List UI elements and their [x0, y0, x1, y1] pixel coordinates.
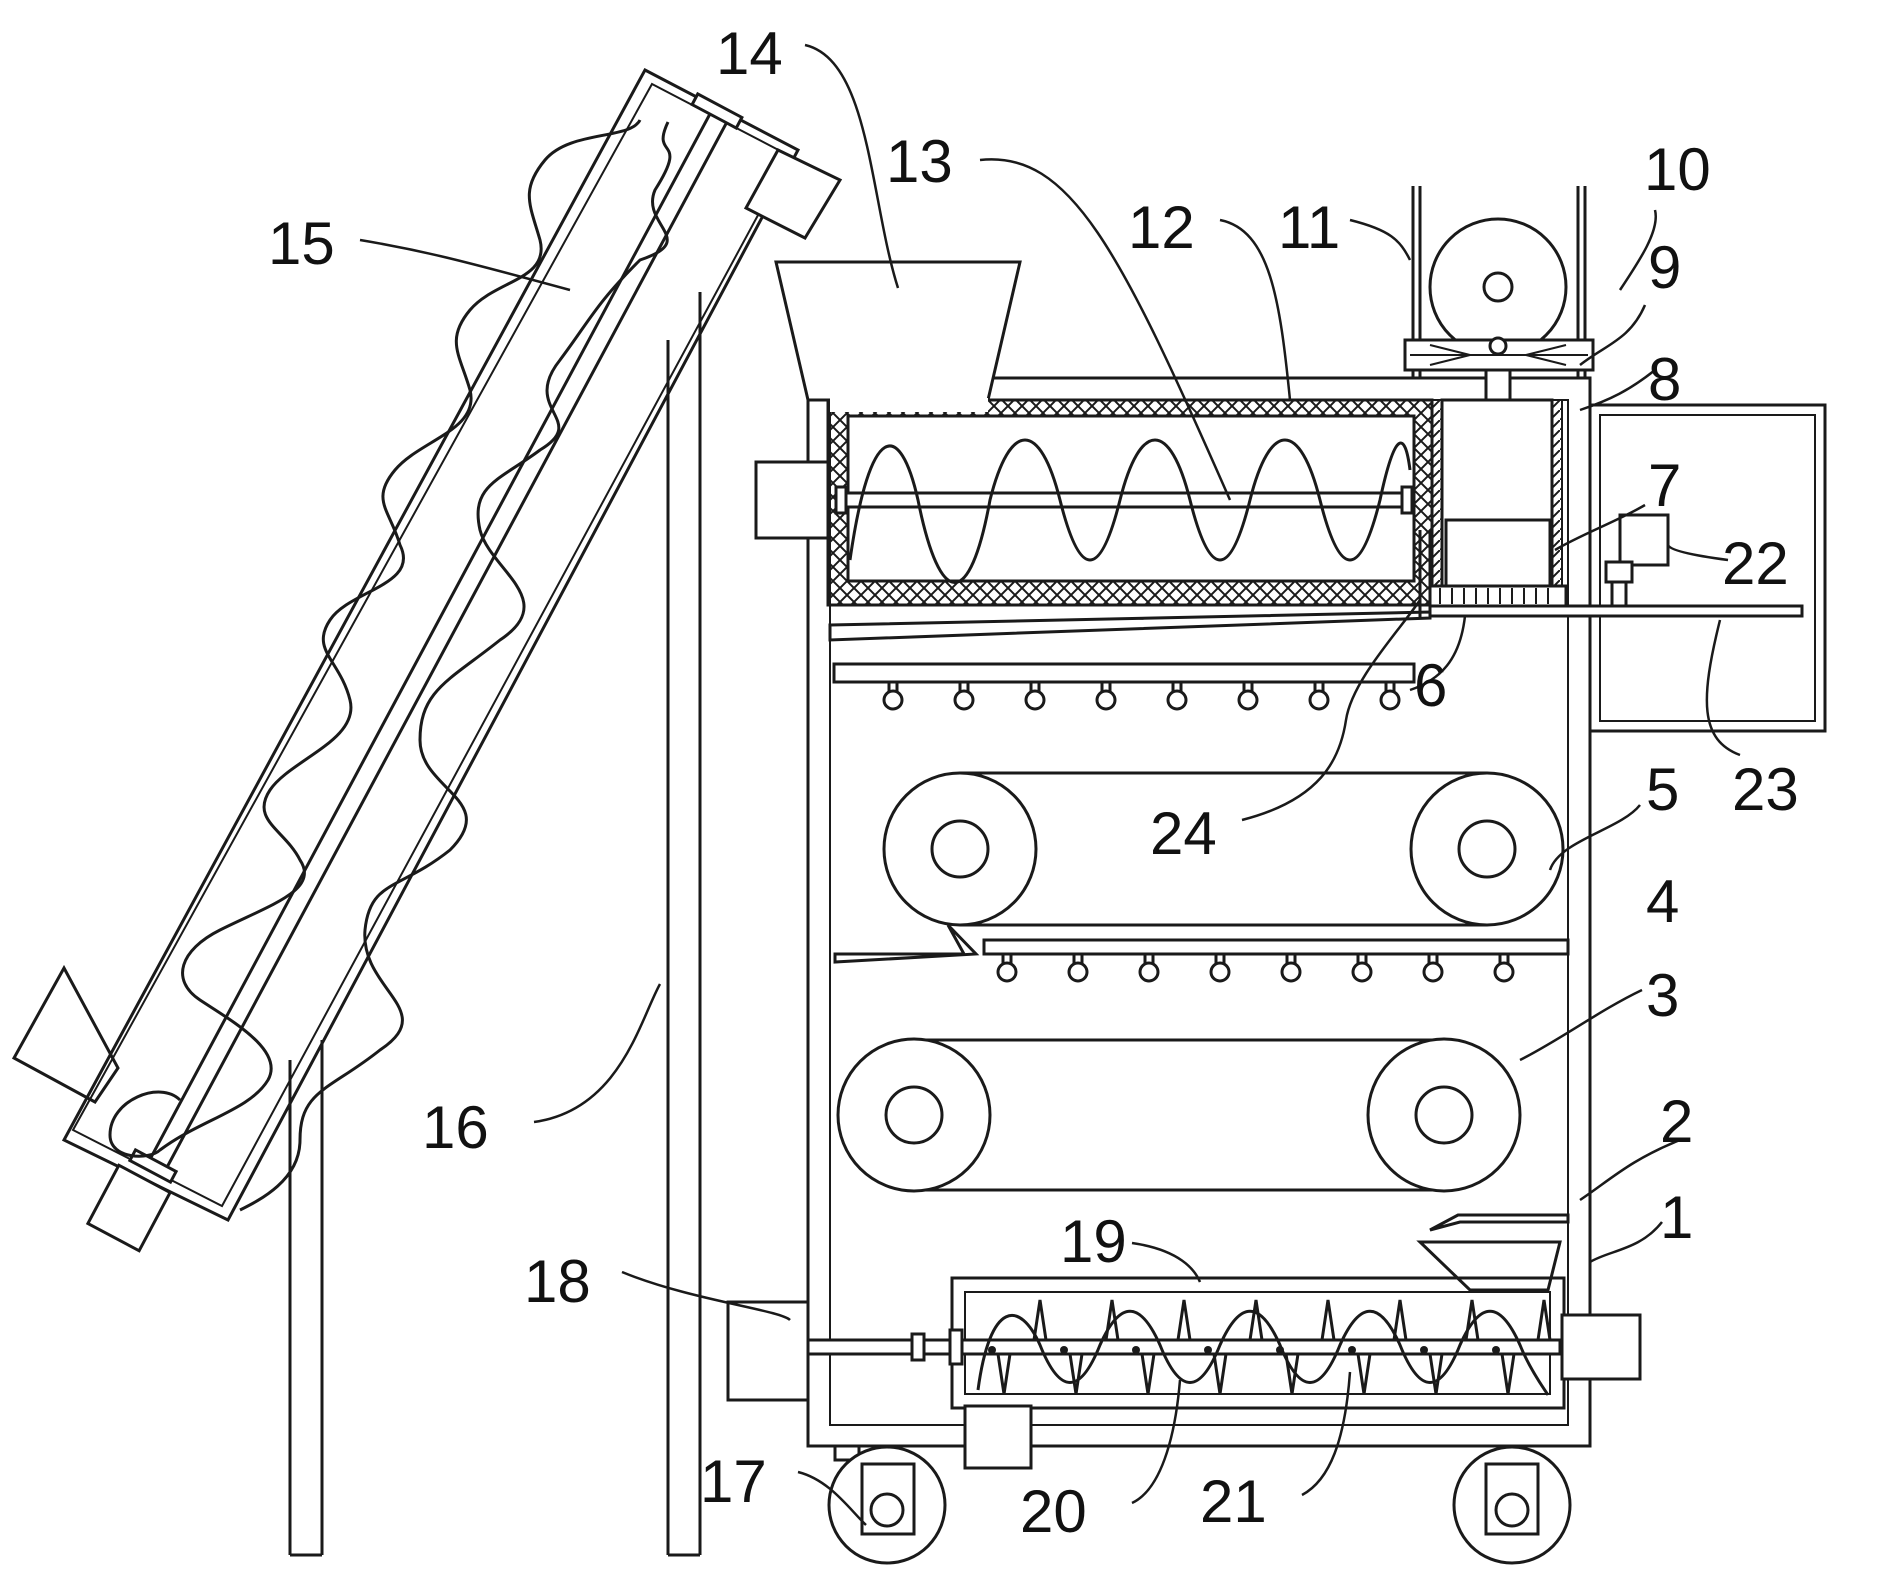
wheels	[827, 1444, 1572, 1565]
spray-nozzle	[1351, 961, 1373, 983]
spray-nozzle	[1095, 689, 1117, 711]
guide-plate	[1429, 1213, 1570, 1232]
side-tank	[1428, 403, 1827, 733]
crusher-tooth	[1140, 1352, 1156, 1395]
label-1: 1	[1660, 1184, 1693, 1251]
spray-nozzle	[1280, 961, 1302, 983]
label-10: 10	[1644, 136, 1711, 203]
label-22: 22	[1722, 530, 1789, 597]
crusher-tooth	[1176, 1299, 1192, 1342]
crusher-tooth	[1212, 1352, 1228, 1395]
label-21: 21	[1200, 1468, 1267, 1535]
label-3: 3	[1646, 962, 1679, 1029]
crusher-tooth	[996, 1352, 1012, 1395]
label-7: 7	[1648, 452, 1681, 519]
label-5: 5	[1646, 756, 1679, 823]
crusher-tooth	[1356, 1352, 1372, 1395]
label-8: 8	[1648, 346, 1681, 413]
spray-nozzle	[1308, 689, 1330, 711]
label-17: 17	[700, 1448, 767, 1515]
shaft-pin	[1492, 1346, 1500, 1354]
crusher-tooth	[1284, 1352, 1300, 1395]
crusher-tooth	[1248, 1299, 1264, 1342]
spray-nozzle	[1166, 689, 1188, 711]
top-screw-chamber	[754, 398, 1434, 607]
label-11: 11	[1278, 194, 1340, 261]
crusher-tooth	[1464, 1299, 1480, 1342]
label-9: 9	[1648, 234, 1681, 301]
shaft-pin	[1276, 1346, 1284, 1354]
spray-nozzle	[996, 961, 1018, 983]
spray-nozzle	[1067, 961, 1089, 983]
shaft-pin	[1132, 1346, 1140, 1354]
spray-nozzle	[1237, 689, 1259, 711]
label-6: 6	[1414, 652, 1447, 719]
label-13: 13	[886, 128, 953, 195]
spray-nozzle	[1024, 689, 1046, 711]
crusher-tooth	[1392, 1299, 1408, 1342]
spray-nozzle	[1422, 961, 1444, 983]
spray-nozzle	[1493, 961, 1515, 983]
callout-labels: 14 13 12 11 10 9 8 7 22 6 23 24 15 5 4 3…	[268, 20, 1799, 1545]
lower-belt-conveyor	[836, 1037, 1522, 1193]
label-23: 23	[1732, 756, 1799, 823]
shaft-pin	[1204, 1346, 1212, 1354]
label-18: 18	[524, 1248, 591, 1315]
crusher-tooth	[1032, 1299, 1048, 1342]
label-4: 4	[1646, 868, 1679, 935]
label-24: 24	[1150, 800, 1217, 867]
label-2: 2	[1660, 1088, 1693, 1155]
crusher-tooth	[1068, 1352, 1084, 1395]
press-unit	[1403, 186, 1595, 608]
shaft-pin	[1348, 1346, 1356, 1354]
crusher-tooth	[1320, 1299, 1336, 1342]
upper-spray-bar	[828, 530, 1432, 711]
upper-belt-conveyor	[882, 771, 1565, 927]
spray-nozzle	[1138, 961, 1160, 983]
crusher-tooth	[1500, 1352, 1516, 1395]
crusher-tooth	[1104, 1299, 1120, 1342]
spray-nozzle	[882, 689, 904, 711]
inclined-screw-conveyor	[11, 67, 843, 1557]
spray-nozzle	[1209, 961, 1231, 983]
spray-nozzle	[953, 689, 975, 711]
shaft-pin	[1060, 1346, 1068, 1354]
shaft-pin	[1420, 1346, 1428, 1354]
spray-nozzle	[1379, 689, 1401, 711]
shaft-pin	[988, 1346, 996, 1354]
lower-spray-bar	[833, 923, 1570, 983]
label-16: 16	[422, 1094, 489, 1161]
label-20: 20	[1020, 1478, 1087, 1545]
label-14: 14	[716, 20, 783, 87]
crusher-tooth	[1428, 1352, 1444, 1395]
label-19: 19	[1060, 1208, 1127, 1275]
bottom-crusher	[726, 1240, 1642, 1470]
feed-hopper	[774, 260, 1022, 402]
crusher-tooth	[1536, 1299, 1552, 1342]
label-12: 12	[1128, 194, 1195, 261]
leader-lines	[359, 43, 1741, 1526]
label-15: 15	[268, 210, 335, 277]
